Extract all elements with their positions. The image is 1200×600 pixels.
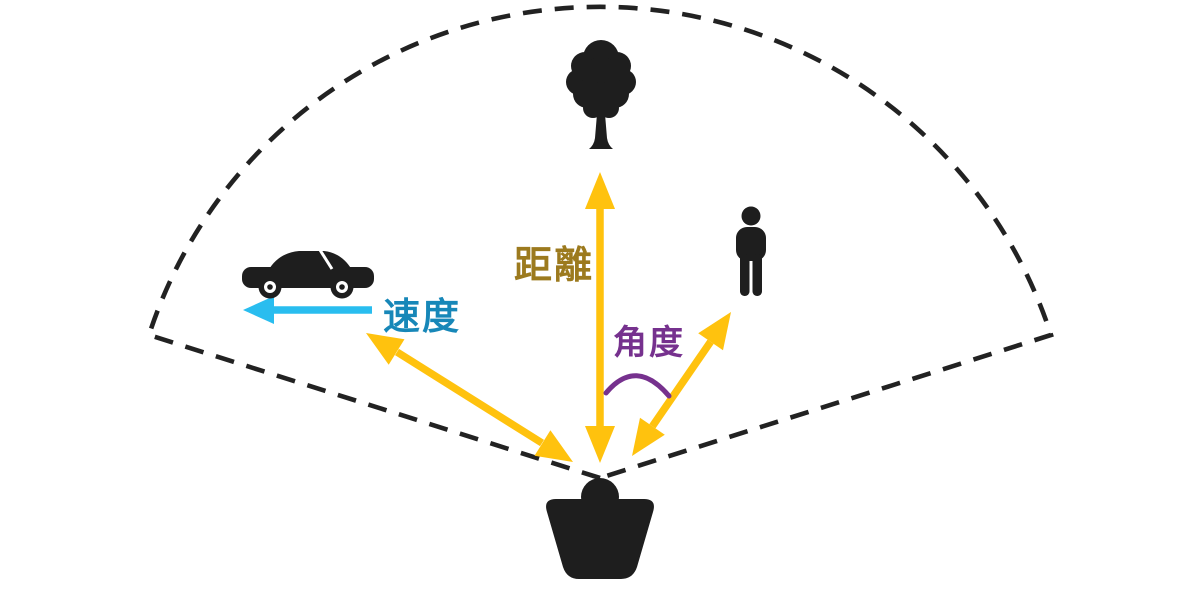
person-range-arrow-head-upper [698,312,731,351]
distance-arrow [585,172,615,463]
car-windshield-line [318,249,334,270]
angle-label: 角度 [613,324,685,362]
person-range-arrow-shaft [649,339,714,429]
person-range-arrow [632,312,731,456]
speed-arrow-head [243,296,274,324]
car-range-arrow-head-upper [366,333,405,365]
sensor-icon [546,478,654,579]
field-of-view-outline [146,4,1054,481]
person-range-arrow-head-lower [632,417,665,456]
tree-icon [566,40,636,149]
distance-label: 距離 [514,245,595,287]
car-icon [242,249,374,299]
car-range-arrow-shaft [395,348,544,447]
car-range-arrow [366,333,573,462]
speed-arrow [243,296,372,324]
person-icon [736,206,766,296]
distance-arrow-head-top [585,172,615,209]
speed-label: 速度 [383,296,461,337]
car-range-arrow-head-lower [534,430,573,462]
distance-arrow-head-bottom [585,426,615,463]
angle-arc [603,373,672,399]
